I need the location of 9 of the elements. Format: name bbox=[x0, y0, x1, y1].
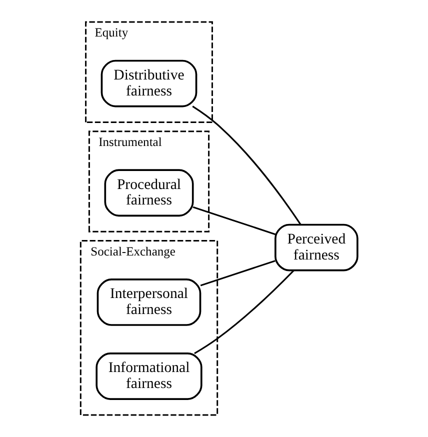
connector bbox=[192, 206, 276, 236]
connector bbox=[194, 270, 294, 354]
connector bbox=[200, 260, 275, 286]
node-box: Procedural fairness bbox=[104, 169, 194, 217]
connector bbox=[192, 106, 301, 226]
node-box: Interpersonal fairness bbox=[96, 278, 201, 326]
node-box: Informational fairness bbox=[95, 352, 202, 400]
node-box: Distributive fairness bbox=[100, 60, 197, 108]
node-box: Perceived fairness bbox=[274, 224, 358, 272]
